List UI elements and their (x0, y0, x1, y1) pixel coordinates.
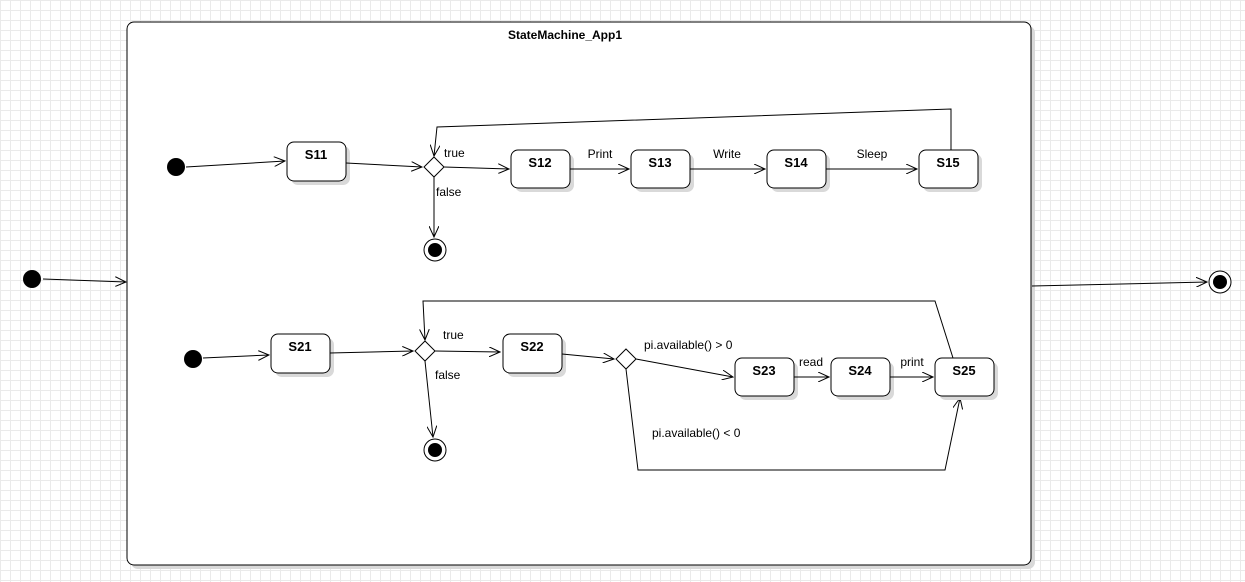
state-s25[interactable]: S25 (934, 357, 998, 400)
label-guard-lt: pi.available() < 0 (652, 426, 741, 440)
outer-final-node[interactable] (1208, 270, 1232, 294)
region2-final-node[interactable] (423, 438, 447, 462)
state-s23-label: S23 (752, 363, 775, 378)
region1-final-node[interactable] (423, 238, 447, 262)
transition-s25-loop-to-choice2[interactable] (423, 300, 954, 359)
transition-s21-to-choice2[interactable] (329, 351, 413, 353)
label-region2-true: true (443, 328, 464, 342)
composite-state-title: StateMachine_App1 (508, 28, 622, 42)
state-s23[interactable]: S23 (734, 357, 798, 400)
label-region2-false: false (435, 368, 461, 382)
state-s24[interactable]: S24 (830, 357, 894, 400)
region2-initial-node[interactable] (184, 350, 202, 368)
state-s15-label: S15 (936, 155, 959, 170)
state-s22[interactable]: S22 (502, 333, 566, 377)
transition-choice3-gt-to-s23[interactable] (635, 358, 733, 377)
label-region1-true: true (444, 146, 465, 160)
label-guard-gt: pi.available() > 0 (644, 338, 733, 352)
label-read: read (799, 355, 823, 369)
state-s13-label: S13 (648, 155, 671, 170)
transition-choice3-lt-to-s25[interactable] (625, 368, 960, 471)
state-s22-label: S22 (520, 339, 543, 354)
state-s11[interactable]: S11 (286, 141, 350, 185)
transition-composite-to-outer-final[interactable] (1031, 282, 1207, 286)
state-s24-label: S24 (848, 363, 872, 378)
transition-s22-to-choice3[interactable] (561, 354, 614, 359)
transition-initial-to-s11[interactable] (185, 161, 285, 168)
label-region1-false: false (436, 185, 462, 199)
state-s11-label: S11 (305, 147, 327, 162)
state-s15[interactable]: S15 (918, 149, 982, 192)
state-s12[interactable]: S12 (510, 149, 574, 192)
state-s21-label: S21 (288, 339, 311, 354)
composite-state[interactable]: StateMachine_App1 (126, 21, 1035, 569)
label-write: Write (713, 147, 741, 161)
outer-initial-node[interactable] (23, 270, 41, 288)
state-s12-label: S12 (528, 155, 551, 170)
state-s25-label: S25 (952, 363, 975, 378)
transition-s11-to-choice1[interactable] (345, 163, 422, 167)
transition-s15-loop-to-choice1[interactable] (434, 108, 952, 156)
transition-outer-initial-to-composite[interactable] (42, 279, 126, 282)
state-s21[interactable]: S21 (270, 333, 334, 377)
transition-initial-to-s21[interactable] (202, 355, 269, 358)
label-sleep: Sleep (857, 147, 888, 161)
state-s14-label: S14 (784, 155, 808, 170)
label-print1: Print (588, 147, 613, 161)
transition-choice2-false-to-final[interactable] (424, 360, 433, 437)
region1-initial-node[interactable] (167, 158, 185, 176)
transition-choice1-true-to-s12[interactable] (443, 167, 509, 169)
transition-choice2-true-to-s22[interactable] (434, 351, 500, 352)
label-print2: print (900, 355, 924, 369)
state-s13[interactable]: S13 (630, 149, 694, 192)
state-s14[interactable]: S14 (766, 149, 830, 192)
